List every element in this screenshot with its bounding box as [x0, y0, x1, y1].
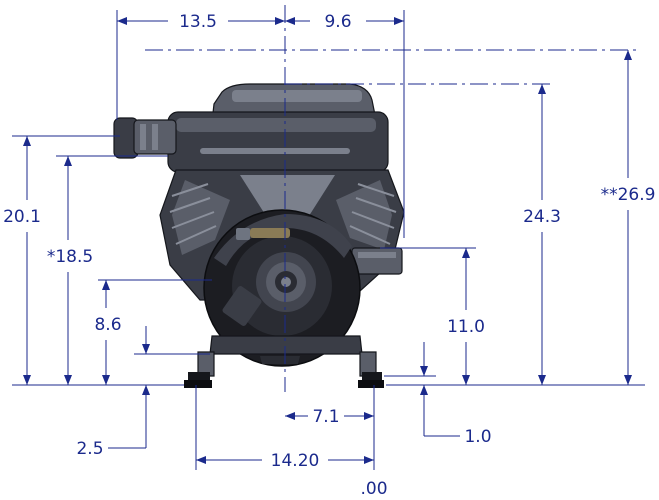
dimension-labels: 13.5 9.6 20.1 *18.5 24.3 **26.9 11.0 8.6… [3, 12, 655, 499]
dim-foot-offset: 2.5 [76, 439, 103, 459]
dim-origin: .00 [360, 479, 387, 499]
dim-right-width: 9.6 [324, 12, 351, 32]
dim-right-mount-offset: 7.1 [312, 407, 339, 427]
dim-overall-height-b: **26.9 [601, 185, 656, 205]
dim-shaft-height: *18.5 [47, 247, 93, 267]
dim-left-width: 13.5 [179, 12, 217, 32]
dim-foot-spacing: 14.20 [271, 451, 320, 471]
dim-mount-height: 20.1 [3, 207, 41, 227]
engine-illustration [113, 83, 405, 388]
dim-base-height: 8.6 [94, 315, 121, 335]
dim-foot-thickness: 1.0 [464, 427, 491, 447]
dimension-lines [12, 5, 645, 470]
cooling-fins [169, 183, 397, 245]
dim-overall-height-a: 24.3 [523, 207, 561, 227]
intake-pipe [113, 117, 177, 159]
dim-pulley-height: 11.0 [447, 317, 485, 337]
flywheel-housing [203, 209, 361, 367]
mounting-base [184, 335, 384, 388]
